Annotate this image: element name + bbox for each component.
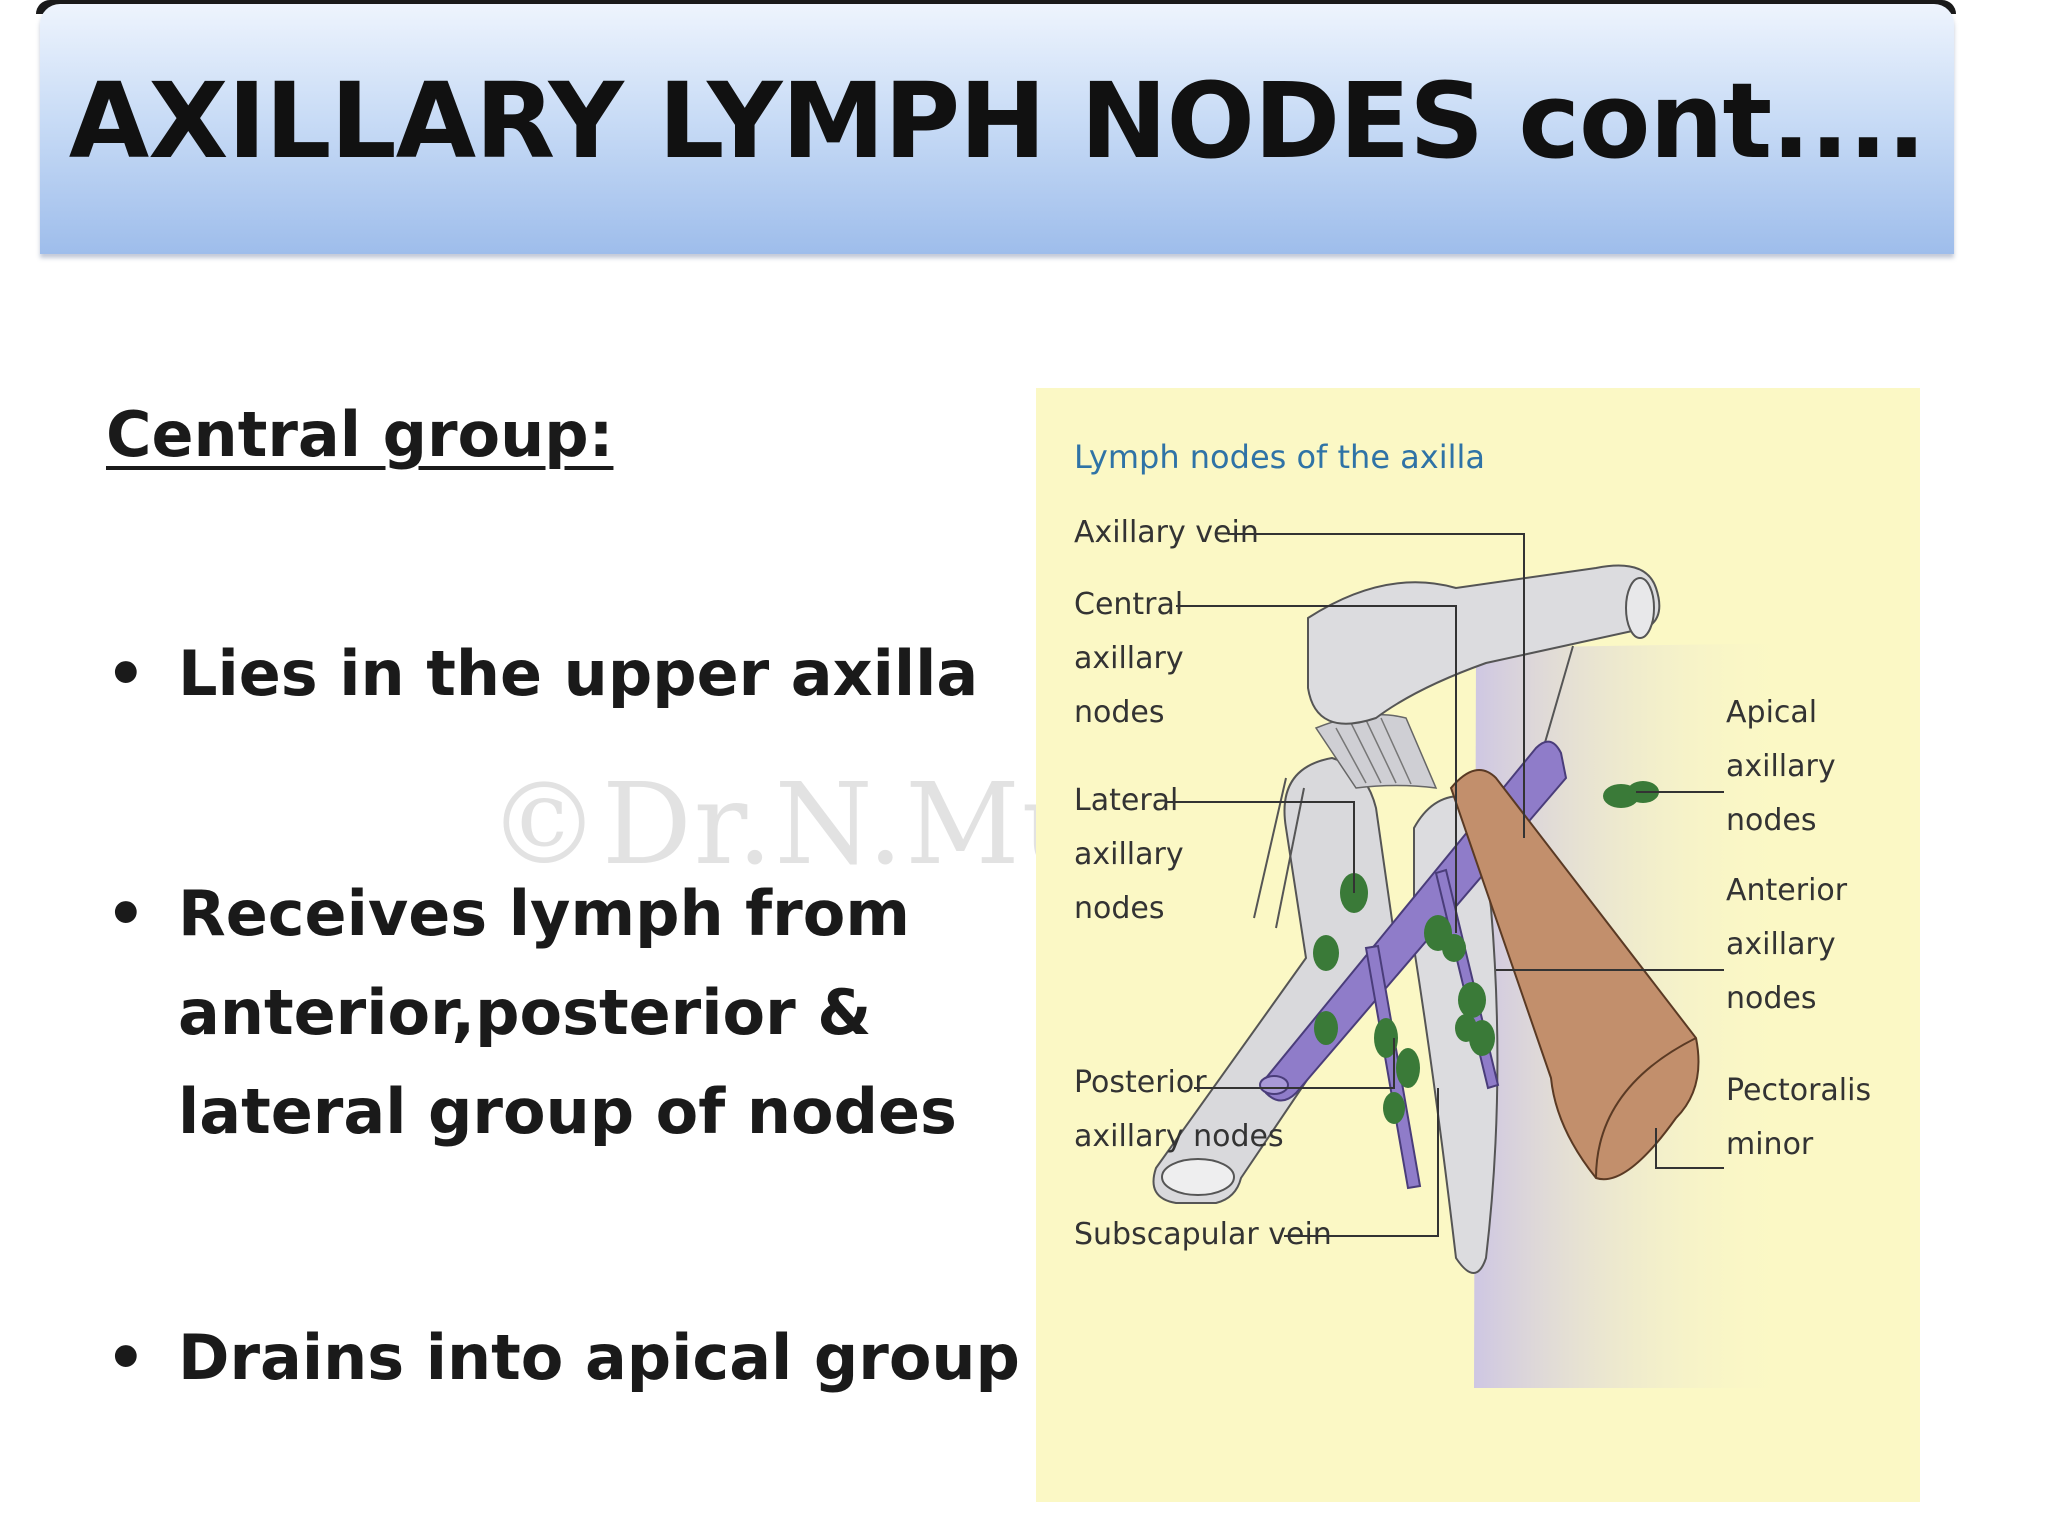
axilla-diagram: Lymph nodes of the axilla Axillary vein … [1036,388,1920,1502]
humerus [1152,756,1398,1204]
title-banner [40,4,1954,254]
bullet-dot-icon: • [106,1321,146,1394]
section-heading: Central group: [106,398,614,471]
bullet-text: Drains into apical group [178,1321,1020,1394]
humerus-end [1161,1158,1235,1196]
clavicle-end [1625,577,1655,639]
pectoralis-minor [1449,769,1700,1181]
bullet-text: Lies in the upper axilla [178,637,979,710]
label-lateral-nodes: Lateral axillary nodes [1074,783,1184,926]
slide-title: AXILLARY LYMPH NODES cont.... [68,60,1926,182]
label-pectoralis-minor: Pectoralis minor [1726,1073,1872,1162]
lymph-nodes [1313,781,1659,1124]
label-subscapular-vein: Subscapular vein [1074,1217,1332,1252]
bullet-dot-icon: • [106,877,146,950]
bullet-dot-icon: • [106,637,146,710]
label-anterior-nodes: Anterior axillary nodes [1726,873,1848,1016]
label-axillary-vein: Axillary vein [1074,515,1259,550]
figure-title: Lymph nodes of the axilla [1074,438,1485,476]
leader-lines [1166,533,1724,1237]
label-apical-nodes: Apical axillary nodes [1726,695,1836,838]
label-central-nodes: Central axillary nodes [1074,587,1184,730]
label-posterior-nodes: Posterior axillary nodes [1074,1065,1284,1154]
bullet-text: Receives lymph from anterior,posterior &… [178,877,957,1148]
anatomy-drawing [1152,533,1796,1388]
